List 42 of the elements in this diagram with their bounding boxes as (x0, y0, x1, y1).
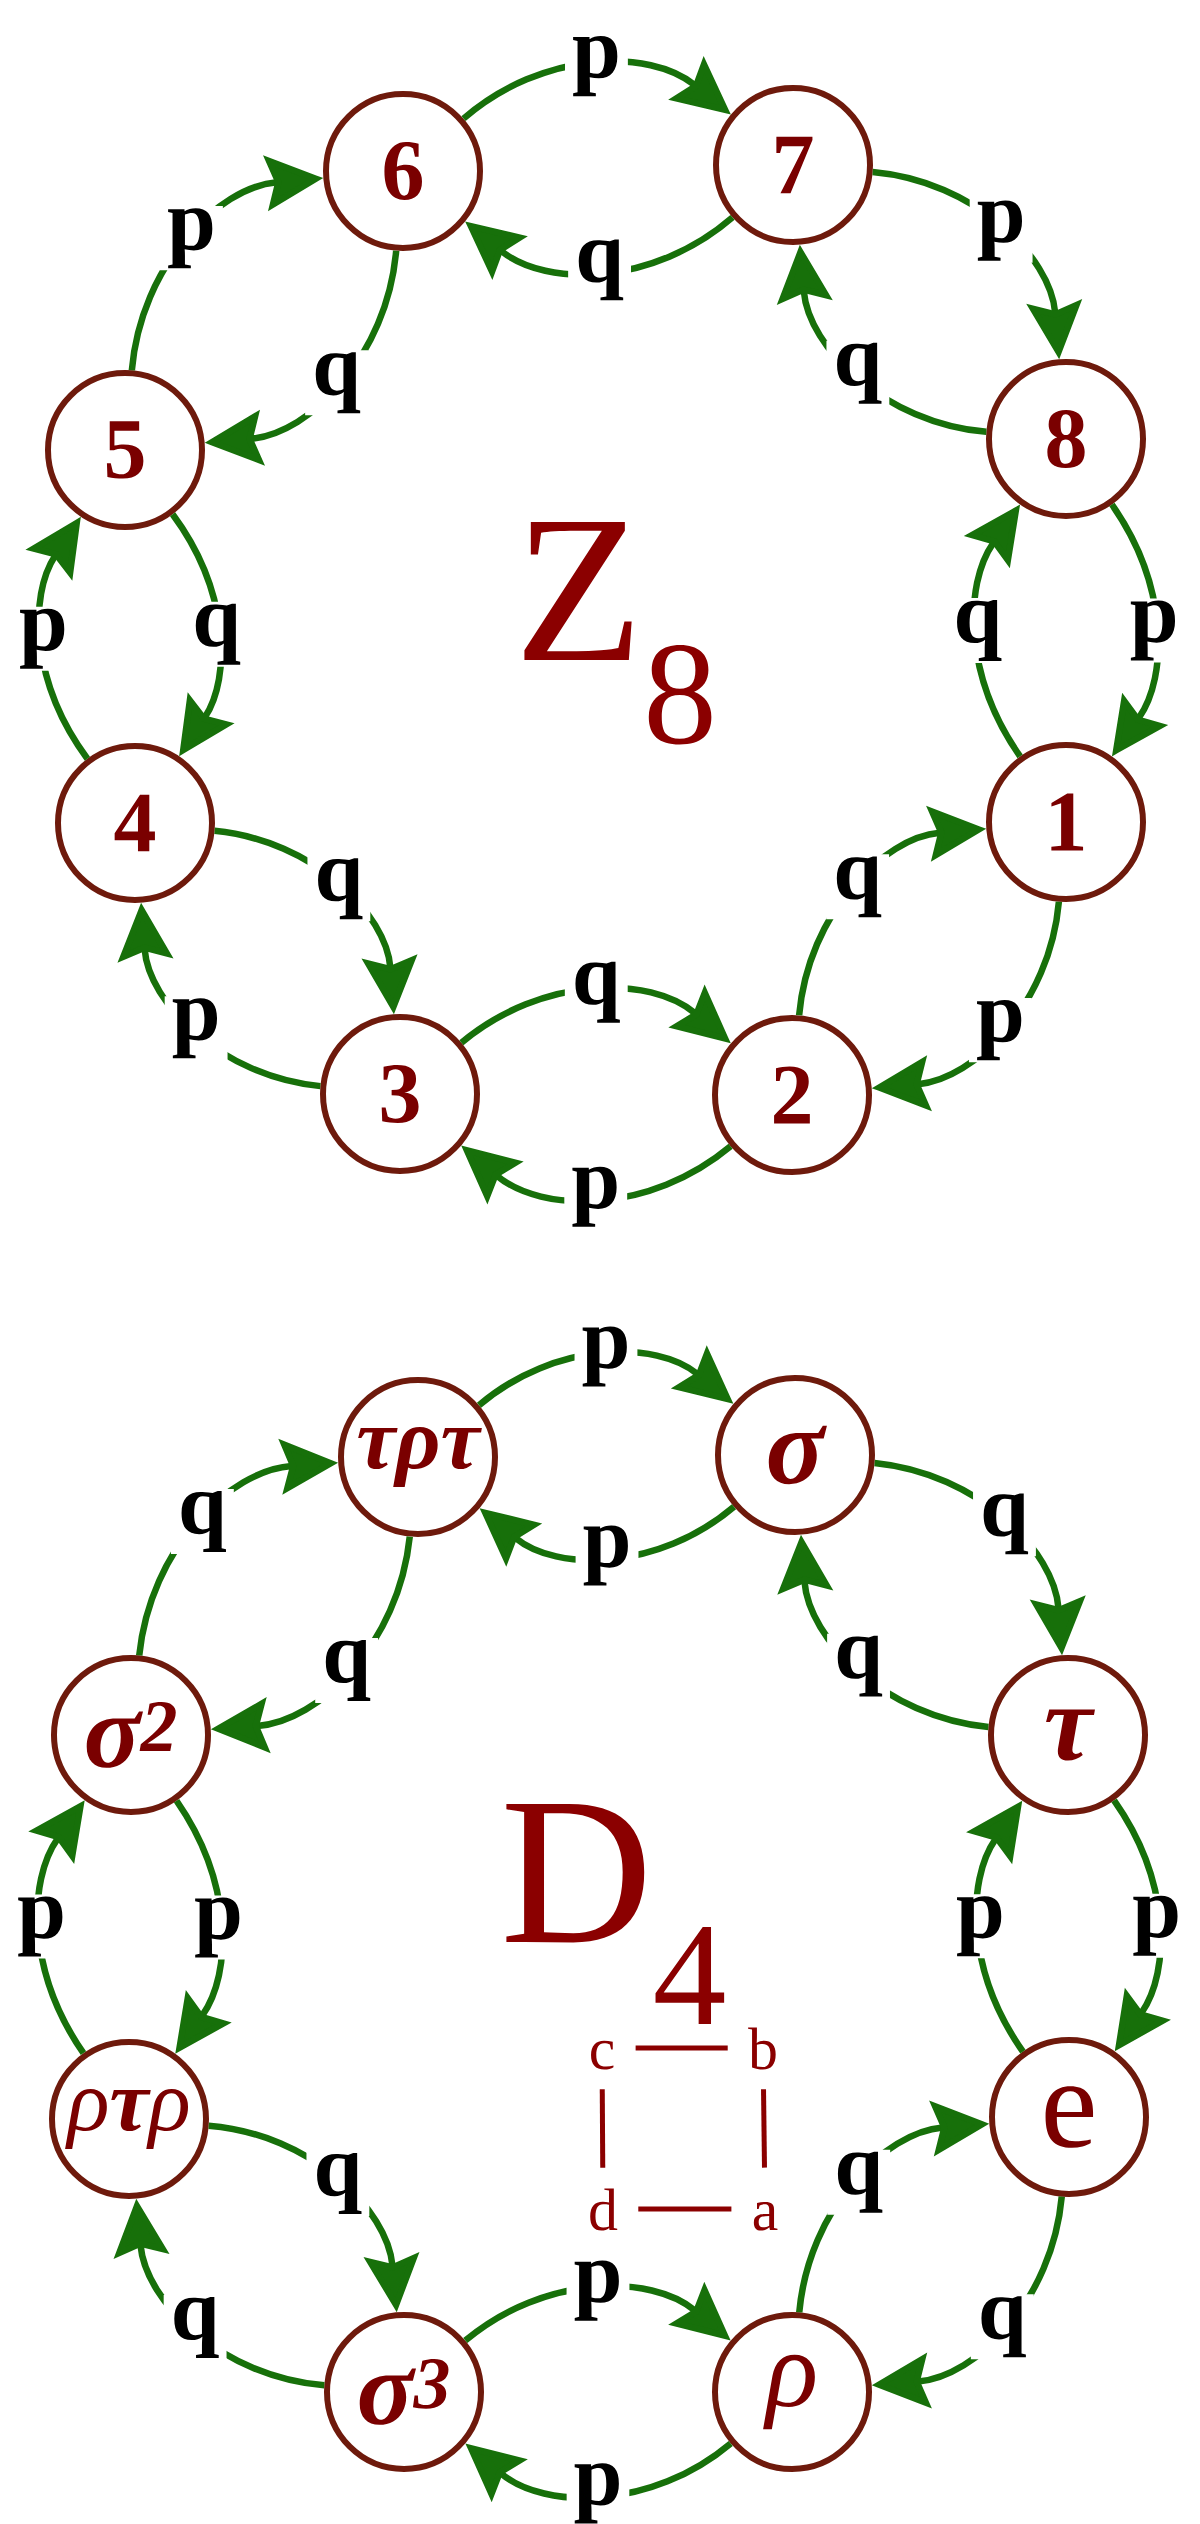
edge-label: p (566, 2461, 630, 2524)
edge-label: q (973, 1491, 1036, 1557)
edge-label: q (826, 340, 890, 406)
edge-label: p (575, 1523, 639, 1588)
edge-label: q (946, 598, 1010, 663)
edge-label: p (564, 1164, 628, 1229)
edge-label: p (160, 206, 223, 271)
edge-label: q (827, 1633, 890, 1699)
edge-label: q (163, 2294, 227, 2360)
edge-label: p (968, 998, 1032, 1063)
corner-letter: a (753, 2201, 778, 2231)
edge-label: q (564, 959, 628, 1025)
corner-letter: c (591, 2040, 614, 2070)
edge-label: p (164, 996, 228, 1061)
edge-label: p (1122, 598, 1186, 663)
edge-label: p (10, 1894, 73, 1959)
edge-label: p (1125, 1893, 1189, 1958)
edge-label: p (187, 1895, 250, 1960)
group-symbol: D$_{4}$ (506, 1803, 725, 2025)
edge-label: p (948, 1894, 1012, 1959)
connector-line (761, 2089, 767, 2168)
edge-label: p (566, 2258, 630, 2323)
edge-label: q (568, 237, 631, 303)
edge-label: q (315, 1637, 379, 1703)
group-symbol: Z$_{8}$ (524, 521, 712, 745)
edge-label: p (11, 606, 75, 671)
edge-label: q (970, 2294, 1034, 2360)
edge-label: q (307, 856, 371, 922)
edge-label: q (305, 350, 368, 416)
connector-line (599, 2089, 606, 2168)
corner-letter: d (590, 2188, 618, 2231)
edge-label: q (827, 2149, 891, 2215)
edge-label: p (574, 1324, 638, 1389)
edge-label: q (306, 2151, 370, 2217)
corner-letter: b (748, 2027, 776, 2070)
connector-line (635, 2045, 728, 2051)
edge-label: q (170, 1489, 234, 1554)
edge-label: q (826, 854, 890, 920)
edge-label: q (185, 601, 249, 667)
edge-label: p (969, 198, 1033, 263)
connector-line (638, 2206, 732, 2212)
edge-label: p (565, 34, 628, 99)
